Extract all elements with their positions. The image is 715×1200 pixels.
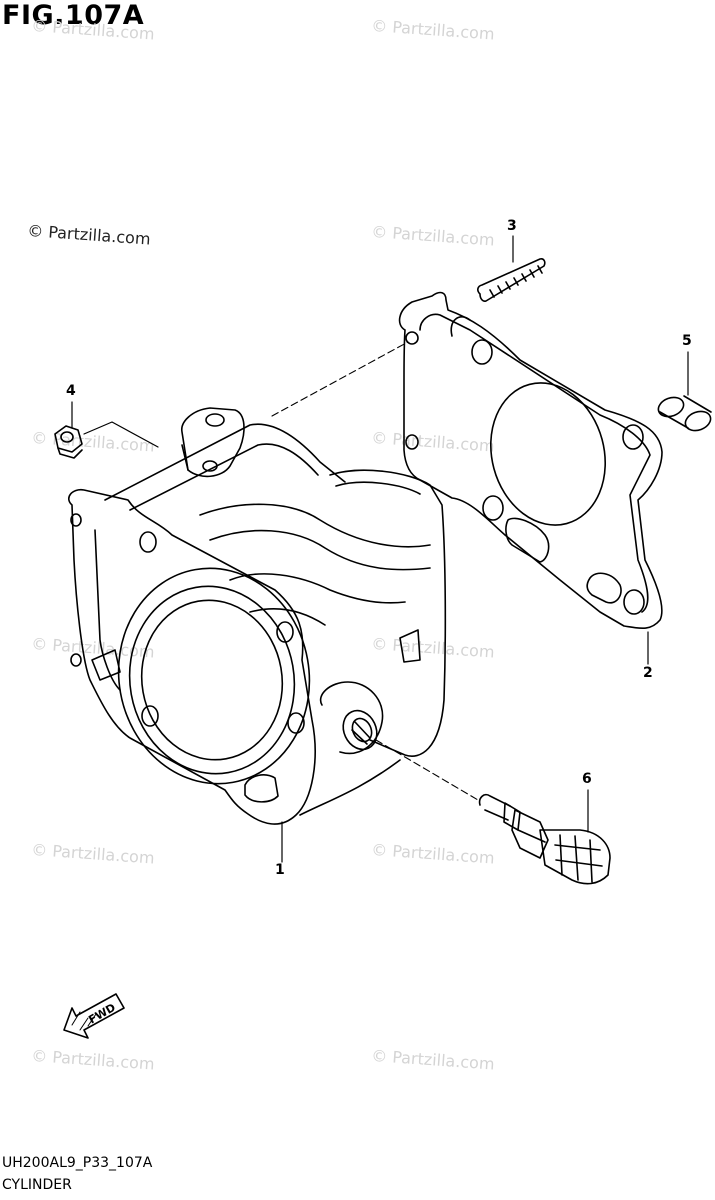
diagram-code: UH200AL9_P33_107A: [2, 1155, 153, 1171]
callout-3[interactable]: 3: [507, 218, 517, 234]
cylinder-part[interactable]: [68, 407, 447, 825]
callout-4[interactable]: 4: [66, 383, 76, 399]
gasket-part[interactable]: [398, 291, 663, 630]
leader-lines: [71, 235, 689, 863]
sensor-part[interactable]: [478, 793, 611, 885]
fwd-label: FWD: [86, 1001, 117, 1027]
stud-part[interactable]: [477, 258, 546, 302]
nut-part[interactable]: [54, 425, 83, 459]
diagram-name: CYLINDER: [2, 1177, 72, 1193]
fwd-arrow-icon: FWD: [63, 993, 125, 1039]
dowel-pin-part[interactable]: [656, 394, 714, 434]
callout-6[interactable]: 6: [582, 771, 592, 787]
callout-1[interactable]: 1: [275, 862, 285, 878]
alignment-lines: [271, 341, 479, 801]
callout-5[interactable]: 5: [682, 333, 692, 349]
callout-2[interactable]: 2: [643, 665, 653, 681]
figure-title: FIG.107A: [2, 0, 145, 31]
